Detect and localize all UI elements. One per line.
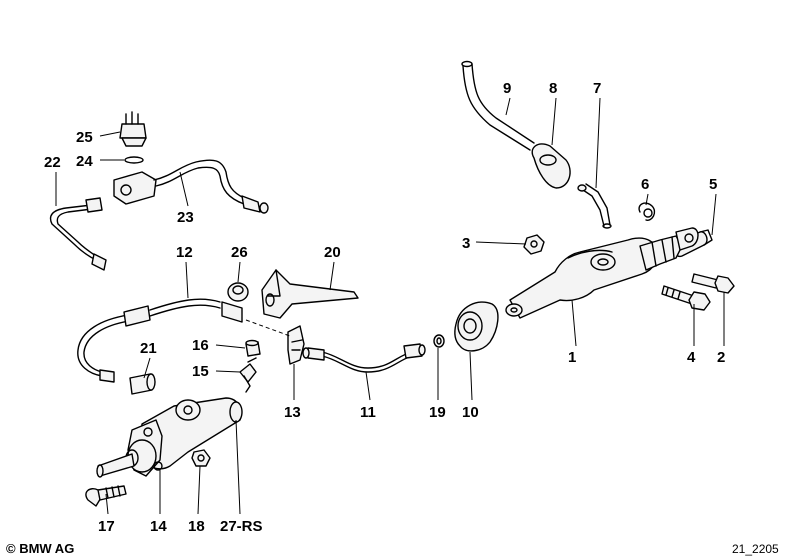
gasket-part-8[interactable] <box>531 143 571 189</box>
line-part-22[interactable] <box>49 197 107 271</box>
hose-part-12[interactable] <box>77 298 291 383</box>
callout-16[interactable]: 16 <box>192 337 209 354</box>
seal-ring-part-19[interactable] <box>433 334 445 348</box>
callout-27-rs[interactable]: 27-RS <box>220 518 263 535</box>
master-cylinder-part-1[interactable] <box>505 227 699 319</box>
callout-6[interactable]: 6 <box>641 176 649 193</box>
dust-cover-part-10[interactable] <box>454 301 499 352</box>
hose-part-11[interactable] <box>302 343 426 373</box>
callout-7[interactable]: 7 <box>593 80 601 97</box>
pipe-part-7[interactable] <box>577 183 612 229</box>
callout-1[interactable]: 1 <box>568 349 576 366</box>
cap-part-16[interactable] <box>245 339 261 357</box>
callout-2[interactable]: 2 <box>717 349 725 366</box>
grommet-part-26[interactable] <box>227 282 249 302</box>
nut-part-3[interactable] <box>523 234 545 255</box>
callout-26[interactable]: 26 <box>231 244 248 261</box>
leader-lines <box>55 97 725 515</box>
bracket-part-20[interactable] <box>261 269 359 319</box>
nut-part-18[interactable] <box>191 449 211 467</box>
seal-part-24[interactable] <box>124 156 144 164</box>
callout-22[interactable]: 22 <box>44 154 61 171</box>
callout-21[interactable]: 21 <box>140 340 157 357</box>
bolt-part-4[interactable] <box>661 285 711 311</box>
callout-24[interactable]: 24 <box>76 153 93 170</box>
callout-14[interactable]: 14 <box>150 518 167 535</box>
callout-12[interactable]: 12 <box>176 244 193 261</box>
callout-8[interactable]: 8 <box>549 80 557 97</box>
callout-3[interactable]: 3 <box>462 235 470 252</box>
callout-15[interactable]: 15 <box>192 363 209 380</box>
pressure-switch-part-25[interactable] <box>119 111 147 147</box>
callout-18[interactable]: 18 <box>188 518 205 535</box>
copyright-text: © BMW AG <box>6 541 74 556</box>
drawing-number: 21_2205 <box>732 542 779 556</box>
hose-part-9[interactable] <box>461 60 535 151</box>
clip-part-13[interactable] <box>287 325 305 365</box>
clip-part-6[interactable] <box>638 202 656 221</box>
callout-25[interactable]: 25 <box>76 129 93 146</box>
callout-10[interactable]: 10 <box>462 404 479 421</box>
callout-13[interactable]: 13 <box>284 404 301 421</box>
callout-19[interactable]: 19 <box>429 404 446 421</box>
callout-17[interactable]: 17 <box>98 518 115 535</box>
slave-cylinder-part-14[interactable] <box>96 397 243 478</box>
callout-23[interactable]: 23 <box>177 209 194 226</box>
bolt-part-2[interactable] <box>691 273 735 294</box>
callout-9[interactable]: 9 <box>503 80 511 97</box>
adapter-part-21[interactable] <box>129 373 156 395</box>
bleed-screw-part-15[interactable] <box>239 357 257 393</box>
callout-20[interactable]: 20 <box>324 244 341 261</box>
line-part-23[interactable] <box>113 159 269 214</box>
callout-labels: 9 8 7 6 5 3 1 4 2 10 19 11 13 20 26 12 2… <box>44 80 725 535</box>
bolt-part-17[interactable] <box>85 485 127 507</box>
callout-4[interactable]: 4 <box>687 349 696 366</box>
callout-5[interactable]: 5 <box>709 176 717 193</box>
callout-11[interactable]: 11 <box>360 404 376 421</box>
